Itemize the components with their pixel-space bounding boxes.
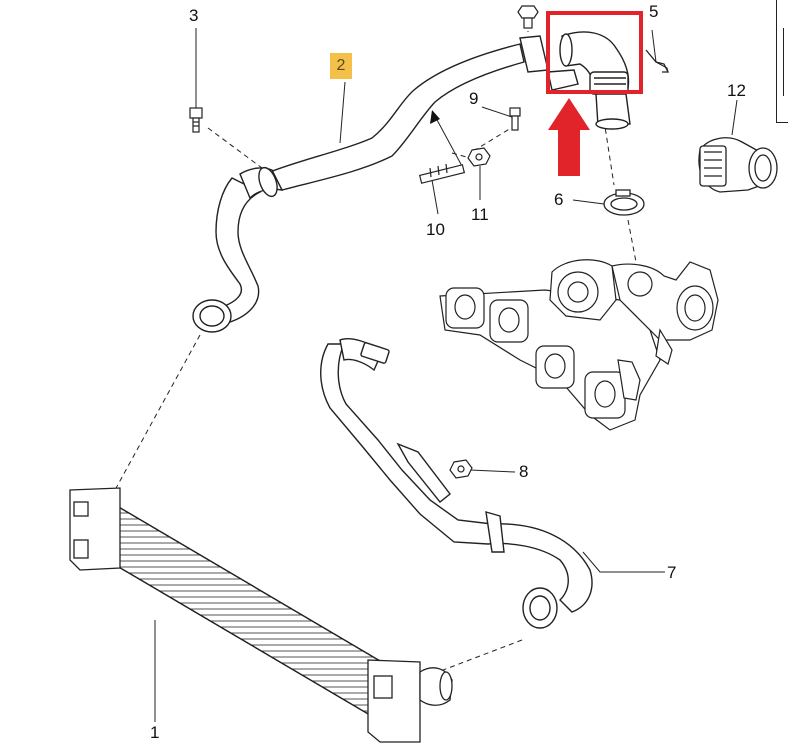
throttle-body-12 [698,137,778,193]
nut-11 [467,147,491,167]
callout-5: 5 [649,2,659,21]
callout-2-highlighted: 2 [330,53,352,79]
turbocharger-manifold [439,259,719,431]
bolt-3 [189,107,203,133]
callout-11: 11 [471,205,489,224]
callout-6: 6 [554,190,564,209]
nut-8 [449,459,473,479]
bolt-9 [509,107,521,131]
leader-lines [114,18,738,722]
callout-9: 9 [469,89,479,108]
clip-5 [645,49,670,73]
upper-charge-hose [192,35,549,333]
callout-3: 3 [189,6,199,25]
callout-12: 12 [727,81,746,100]
stud-10 [418,163,466,184]
top-bolt [517,5,539,29]
clamp-ring-6 [603,189,645,216]
callout-1: 1 [150,723,160,742]
intercooler-1 [69,487,453,743]
direction-arrow-head [430,110,440,124]
highlight-arrow [548,98,590,176]
callout-7: 7 [667,563,677,582]
side-panel-edge [776,0,788,123]
callout-8: 8 [519,462,529,481]
callout-10: 10 [426,220,445,239]
lower-charge-hose-7 [320,338,593,629]
highlight-box [546,11,643,94]
